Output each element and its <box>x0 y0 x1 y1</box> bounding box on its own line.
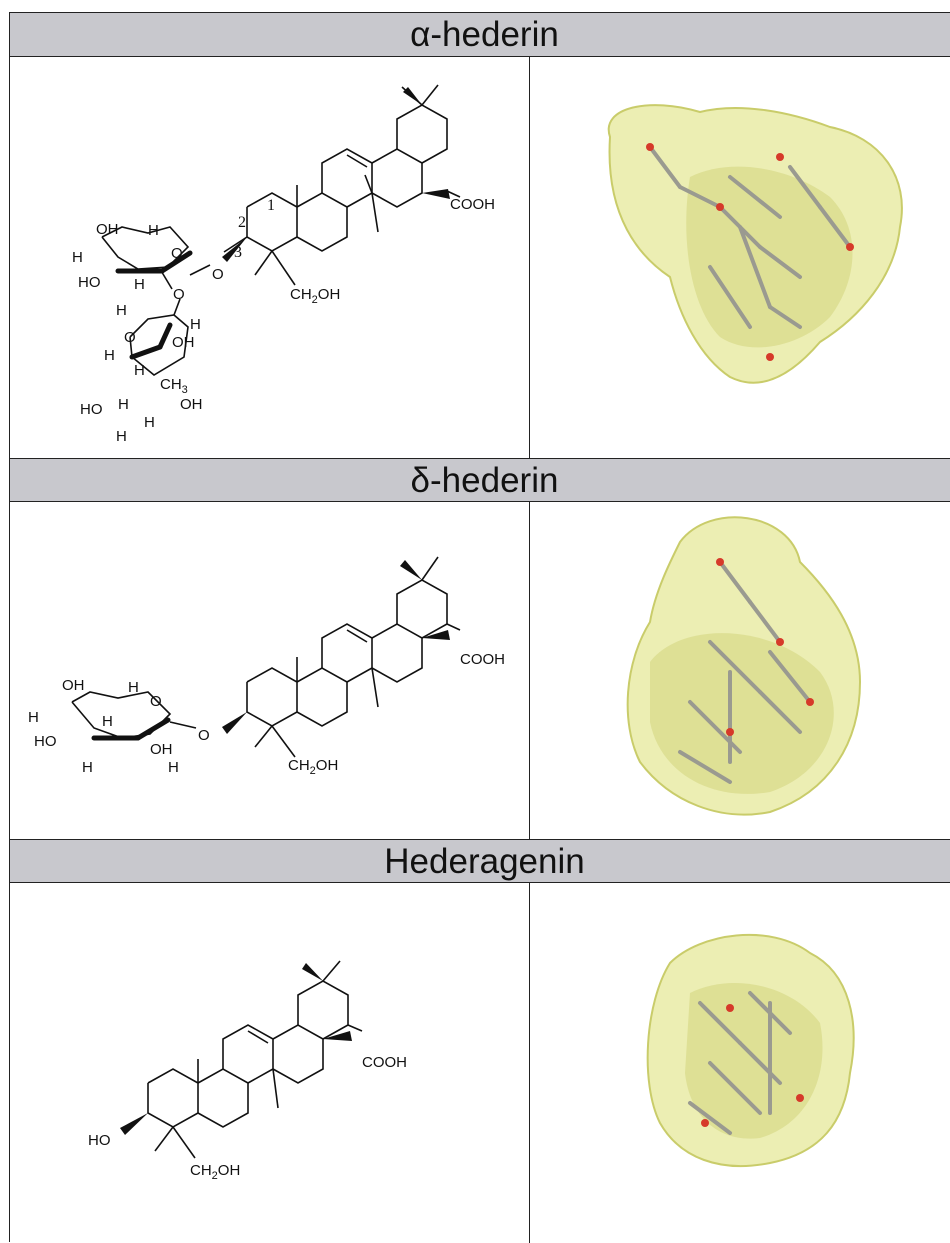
label-cooh: COOH <box>450 196 495 213</box>
label-h: H <box>72 249 83 266</box>
section-header-hederagenin: Hederagenin <box>10 839 950 883</box>
label-h: H <box>134 362 145 379</box>
carbon-number: 2 <box>238 214 246 231</box>
section-title: α-hederin <box>410 15 559 54</box>
section-title: δ-hederin <box>410 461 559 500</box>
structure-3d-hederagenin <box>530 883 950 1243</box>
label-o: O <box>173 286 185 303</box>
label-h: H <box>144 414 155 431</box>
label-ch2oh: CH2OH <box>288 757 338 777</box>
label-ho: HO <box>78 274 101 291</box>
label-h: H <box>190 316 201 333</box>
carbon-number: 1 <box>267 197 275 214</box>
label-h: H <box>28 709 39 726</box>
label-h: H <box>128 679 139 696</box>
label-ch2oh: CH2OH <box>290 286 340 306</box>
structure-2d-alpha-hederin: OH H H HO H H O O O H O OH H H CH3 HO H … <box>10 57 529 458</box>
label-ho: HO <box>80 401 103 418</box>
label-o: O <box>171 245 183 262</box>
section-header-delta-hederin: δ-hederin <box>10 458 950 502</box>
label-h: H <box>116 428 127 445</box>
label-h: H <box>102 713 113 730</box>
structure-3d-alpha-hederin <box>530 57 950 458</box>
label-cooh: COOH <box>460 651 505 668</box>
label-oh: OH <box>62 677 85 694</box>
label-oh: OH <box>180 396 203 413</box>
structure-2d-hederagenin: HO COOH CH2OH <box>10 883 529 1243</box>
structure-2d-delta-hederin: OH H H HO H OH H H O O COOH CH2OH <box>10 502 529 839</box>
label-h: H <box>118 396 129 413</box>
label-oh: OH <box>96 221 119 238</box>
label-h: H <box>134 276 145 293</box>
label-h: H <box>116 302 127 319</box>
label-o: O <box>124 329 136 346</box>
label-ch3: CH3 <box>160 376 188 396</box>
structure-3d-delta-hederin <box>530 502 950 839</box>
section-header-alpha-hederin: α-hederin <box>10 13 950 57</box>
label-cooh: COOH <box>362 1054 407 1071</box>
section-title: Hederagenin <box>384 842 585 881</box>
carbon-number: 3 <box>234 244 242 261</box>
label-oh: OH <box>172 334 195 351</box>
label-h: H <box>82 759 93 776</box>
compound-table: α-hederin <box>9 12 950 1243</box>
label-ho: HO <box>34 733 57 750</box>
label-oh: OH <box>150 741 173 758</box>
label-ch2oh: CH2OH <box>190 1162 240 1182</box>
label-o: O <box>198 727 210 744</box>
label-o: O <box>150 693 162 710</box>
label-h: H <box>168 759 179 776</box>
label-h: H <box>104 347 115 364</box>
label-ho: HO <box>88 1132 111 1149</box>
label-h: H <box>148 222 159 239</box>
label-o: O <box>212 266 224 283</box>
